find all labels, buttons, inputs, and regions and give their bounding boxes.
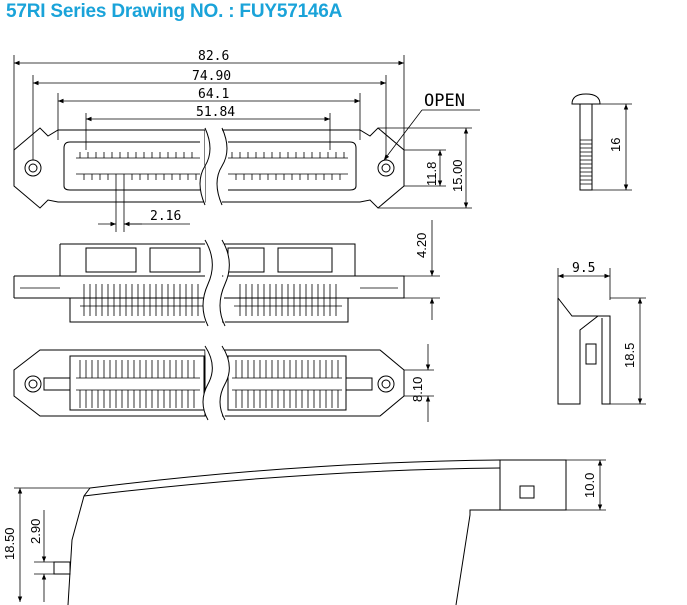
top-view: 82.6 74.90 64.1 51.84 OPEN	[13, 49, 480, 232]
side-view: 4.20	[13, 220, 440, 327]
dim-latch-offset: 2.90	[28, 519, 43, 544]
dim-overall-height: 15.00	[450, 159, 465, 192]
dim-cover-height: 10.0	[582, 473, 597, 498]
dim-hood-height: 18.50	[2, 527, 17, 560]
contact-row-top-right	[228, 152, 348, 180]
dim-screw-length: 16	[608, 138, 623, 152]
dim-contact-span: 51.84	[196, 105, 235, 120]
dim-shell-width: 64.1	[198, 87, 229, 102]
contact-comb-bottom	[76, 360, 342, 408]
dim-bracket-height: 18.5	[622, 343, 637, 368]
dim-insulator-width: 8.10	[410, 377, 425, 402]
page-title: 57RI Series Drawing NO. : FUY57146A	[6, 1, 343, 22]
dim-bracket-width: 9.5	[572, 261, 595, 276]
bottom-view: 8.10	[13, 344, 434, 422]
screw-view: 16	[571, 93, 632, 191]
dim-mount-hole-pitch: 74.90	[192, 69, 231, 84]
dim-inner-height: 11.8	[424, 162, 439, 186]
contact-array-side	[80, 284, 342, 316]
dim-body-height: 4.20	[414, 233, 429, 258]
contact-row-top-left	[76, 152, 200, 180]
open-label: OPEN	[424, 91, 465, 111]
hood-view: 10.0 18.50 2.90	[2, 459, 606, 605]
bracket-view: 9.5 18.5	[557, 261, 646, 405]
dim-overall-length: 82.6	[198, 49, 229, 64]
dim-contact-pitch: 2.16	[150, 209, 181, 224]
